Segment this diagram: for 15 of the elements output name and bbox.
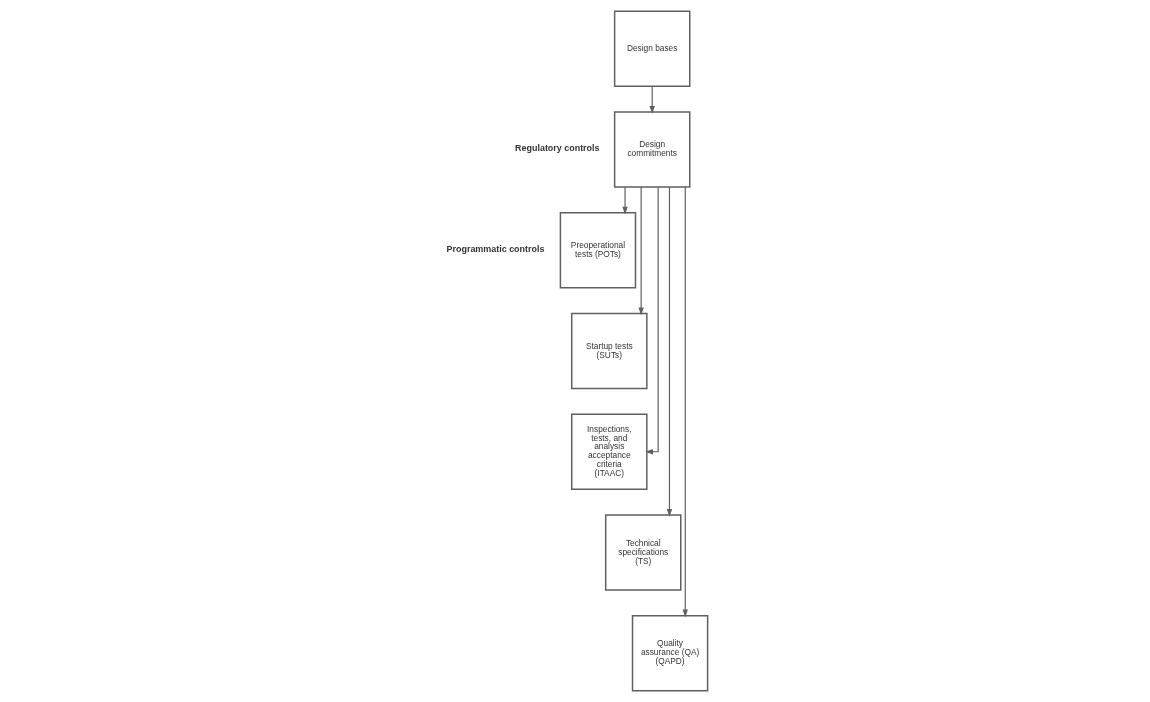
node-box: Technical specifications (TS) (604, 514, 682, 591)
node-box: Startup tests (SUTs) (570, 312, 648, 390)
label: Regulatory controls (515, 143, 600, 154)
node-box: Quality assurance (QA) (QAPD) (631, 614, 709, 692)
node-box: Design commitments (613, 111, 691, 188)
arrow (622, 186, 628, 215)
arrow (666, 186, 673, 517)
node-box: Preoperational tests (POTs) (559, 211, 637, 289)
arrow (645, 186, 659, 455)
arrow (638, 186, 644, 316)
node-box: Inspections, tests, and analysis acceptance criteria (ITAAC) (570, 413, 648, 491)
arrow (649, 86, 655, 114)
node-box: Design bases (613, 10, 691, 88)
arrow (682, 186, 688, 618)
label: Programmatic controls (446, 243, 545, 254)
